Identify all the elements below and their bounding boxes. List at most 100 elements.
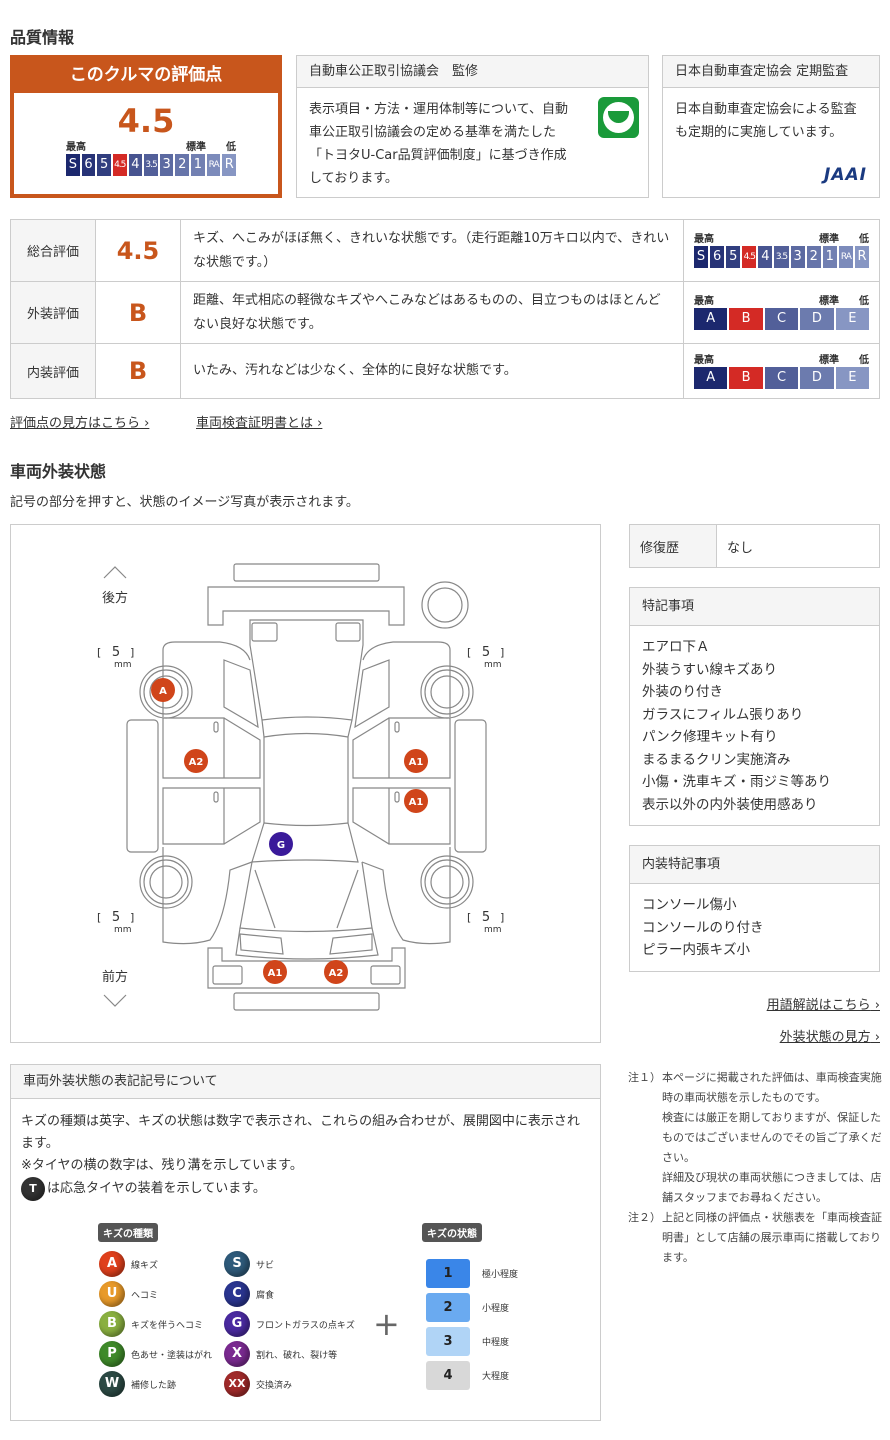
scale-cell: 6 bbox=[81, 154, 96, 176]
jaftc-panel: 自動車公正取引協議会 監修 表示項目・方法・運用体制等について、自動車公正取引協… bbox=[296, 55, 649, 198]
scale-label-mid: 標準 bbox=[819, 354, 839, 366]
damage-type-icon: A bbox=[99, 1251, 125, 1277]
scale-cell: 4.5 bbox=[742, 246, 757, 268]
note-line: 上記と同様の評価点・状態表を「車両検査証明書」として店舗の展示車両に搭載しており… bbox=[662, 1211, 882, 1264]
repair-history-label: 修復歴 bbox=[629, 524, 717, 568]
tire-left-front bbox=[139, 855, 193, 909]
scale-labels: 最高標準低 bbox=[694, 295, 869, 308]
damage-type-icon: U bbox=[99, 1281, 125, 1307]
jaai-header: 日本自動車査定協会 定期監査 bbox=[663, 56, 879, 88]
scale-cell: 6 bbox=[710, 246, 725, 268]
rating-guide-link[interactable]: 評価点の見方はこちら › bbox=[10, 416, 150, 431]
damage-marker[interactable]: A1 bbox=[263, 960, 287, 984]
damage-state-icon: 2 bbox=[426, 1292, 470, 1322]
damage-marker[interactable]: G bbox=[269, 832, 293, 856]
damage-type-icon: C bbox=[224, 1281, 250, 1307]
plus-icon: + bbox=[373, 1305, 400, 1343]
section-title-quality: 品質情報 bbox=[10, 28, 75, 47]
scale-label-high: 最高 bbox=[694, 234, 714, 245]
special-note-item: 外装うすい線キズあり bbox=[642, 661, 777, 678]
front-label: 前方 bbox=[102, 969, 128, 985]
scale-cell: 5 bbox=[726, 246, 741, 268]
scale-cell: 3.5 bbox=[144, 154, 158, 176]
scale-cell: A bbox=[694, 308, 728, 330]
scale-cell: 3.5 bbox=[774, 246, 789, 268]
special-note-item: パンク修理キット有り bbox=[642, 729, 778, 745]
damage-marker[interactable]: A bbox=[151, 678, 175, 702]
svg-text:]: ] bbox=[130, 646, 134, 659]
left-side-sill bbox=[126, 719, 159, 853]
svg-text:A2: A2 bbox=[189, 757, 204, 768]
jaftc-header: 自動車公正取引協議会 監修 bbox=[297, 56, 648, 88]
scale-labels: 最高標準低 bbox=[66, 141, 236, 154]
scale-cell: B bbox=[729, 308, 763, 330]
exterior-guide-link[interactable]: 外装状態の見方 › bbox=[779, 1030, 880, 1045]
scale-cell: S bbox=[694, 246, 709, 268]
interior-notes-panel: 内装特記事項 コンソール傷小コンソールのり付きピラー内張キズ小 bbox=[629, 845, 880, 972]
note-line: 本ページに掲載された評価は、車両検査実施時の車両状態を示したものです。 bbox=[662, 1071, 882, 1104]
glossary-link[interactable]: 用語解説はこちら › bbox=[766, 998, 880, 1013]
scale-cell: 2 bbox=[806, 246, 821, 268]
row-description: いたみ、汚れなどは少なく、全体的に良好な状態です。 bbox=[180, 343, 684, 399]
spare-tire bbox=[421, 581, 469, 629]
tire-depth-unit: mm bbox=[114, 925, 132, 935]
row-label: 内装評価 bbox=[10, 343, 96, 399]
special-note-item: 小傷・洗車キズ・雨ジミ等あり bbox=[642, 774, 831, 790]
scale-labels: 最高 標準 低 bbox=[694, 354, 869, 367]
rear-bumper-top bbox=[233, 563, 380, 582]
damage-type-label: 線キズ bbox=[131, 1260, 159, 1271]
scale-cell: R bbox=[222, 154, 237, 176]
damage-type-icon: P bbox=[99, 1341, 125, 1367]
special-note-item: ガラスにフィルム張りあり bbox=[642, 706, 804, 723]
score-box-header: このクルマの評価点 bbox=[14, 59, 278, 93]
svg-text:]: ] bbox=[130, 911, 134, 924]
scale-label-low: 低 bbox=[859, 354, 869, 366]
damage-marker[interactable]: A1 bbox=[404, 789, 428, 813]
scale-cell: D bbox=[800, 366, 834, 389]
scale-cell: 4 bbox=[758, 246, 773, 268]
damage-type-label: キズを伴うヘコミ bbox=[131, 1320, 204, 1331]
damage-type-label: 割れ、破れ、裂け等 bbox=[256, 1350, 338, 1361]
note-mark: 注２） bbox=[628, 1211, 661, 1224]
scale-label-high: 最高 bbox=[694, 354, 714, 366]
svg-text:[: [ bbox=[467, 646, 471, 659]
link-label: 外装状態の見方 bbox=[779, 1030, 871, 1045]
scale-cell: E bbox=[835, 308, 870, 330]
damage-state-label: 大程度 bbox=[482, 1371, 510, 1382]
scale-label-low: 低 bbox=[859, 296, 869, 307]
note-line: 詳細及び現状の車両状態につきましては、店舗スタッフまでお尋ねください。 bbox=[662, 1171, 882, 1204]
link-label: 車両検査証明書とは bbox=[196, 416, 314, 431]
right-rear-fender bbox=[362, 641, 451, 717]
overall-score: 4.5 bbox=[117, 102, 175, 140]
vehicle-diagram: 後方 前方 [5]mm [5]mm [5]mm [5]mm A A2 A1 A1… bbox=[10, 524, 601, 1043]
scale-cell: RA bbox=[838, 246, 853, 268]
damage-marker[interactable]: A2 bbox=[324, 960, 348, 984]
svg-text:[: [ bbox=[97, 646, 101, 659]
damage-state-label: 中程度 bbox=[482, 1337, 510, 1348]
left-rear-fender bbox=[162, 641, 251, 717]
rear-bumper bbox=[207, 586, 405, 626]
rear-quarter-windows bbox=[223, 659, 390, 729]
jaai-panel: 日本自動車査定協会 定期監査 日本自動車査定協会による監査も定期的に実施していま… bbox=[662, 55, 880, 198]
damage-marker[interactable]: A1 bbox=[404, 749, 428, 773]
table-row: 総合評価 4.5 キズ、へこみがほぼ無く、きれいな状態です。（走行距離10万キロ… bbox=[10, 219, 880, 282]
legend-line: キズの種類は英字、キズの状態は数字で表示され、これらの組み合わせが、展開図中に表… bbox=[21, 1114, 580, 1151]
inspection-certificate-link[interactable]: 車両検査証明書とは › bbox=[196, 416, 323, 431]
repair-history-table: 修復歴 なし bbox=[629, 524, 880, 568]
row-value: B bbox=[95, 343, 181, 399]
svg-text:[: [ bbox=[97, 911, 101, 924]
interior-notes-title: 内装特記事項 bbox=[630, 846, 879, 884]
special-note-item: 表示以外の内外装使用感あり bbox=[642, 796, 818, 813]
right-side-sill bbox=[454, 719, 487, 853]
tire-depth-left-rear: [5]mm bbox=[97, 645, 134, 670]
damage-marker[interactable]: A2 bbox=[184, 749, 208, 773]
